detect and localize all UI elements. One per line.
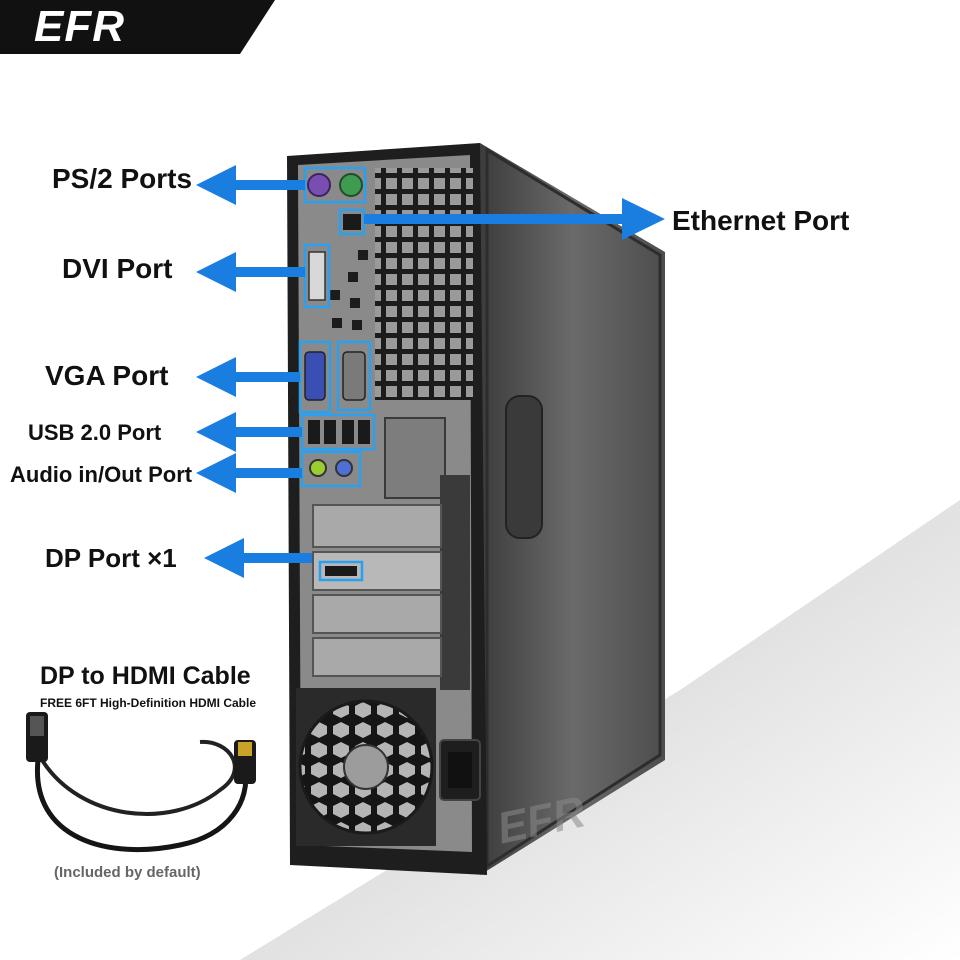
logo-banner bbox=[0, 0, 275, 54]
vent-grille bbox=[375, 168, 473, 400]
expansion-slots bbox=[312, 417, 470, 690]
power-connector bbox=[439, 739, 481, 801]
dvi-port bbox=[303, 243, 331, 309]
dvi-port-label: DVI Port bbox=[62, 253, 173, 284]
callout-arrows bbox=[196, 165, 665, 578]
usb-ports bbox=[300, 413, 376, 451]
tower-side-panel: EFR bbox=[480, 143, 665, 875]
cable-title: DP to HDMI Cable bbox=[40, 662, 251, 690]
cable-subtitle: FREE 6FT High-Definition HDMI Cable bbox=[40, 696, 256, 710]
cable-note: (Included by default) bbox=[54, 864, 201, 881]
fan-grille bbox=[296, 688, 436, 846]
cable-illustration bbox=[26, 712, 256, 853]
vga-port bbox=[298, 340, 332, 414]
audio-port-label: Audio in/Out Port bbox=[10, 462, 193, 487]
serial-port bbox=[336, 340, 372, 412]
dp-port bbox=[318, 560, 364, 582]
ethernet-port-label: Ethernet Port bbox=[672, 205, 850, 236]
dp-port-label: DP Port ×1 bbox=[45, 543, 177, 573]
ps2-ports bbox=[303, 166, 367, 204]
vga-port-label: VGA Port bbox=[45, 360, 169, 391]
usb-port-label: USB 2.0 Port bbox=[28, 420, 162, 445]
ps2-ports-label: PS/2 Ports bbox=[52, 163, 193, 194]
brand-logo: EFR bbox=[34, 2, 125, 51]
